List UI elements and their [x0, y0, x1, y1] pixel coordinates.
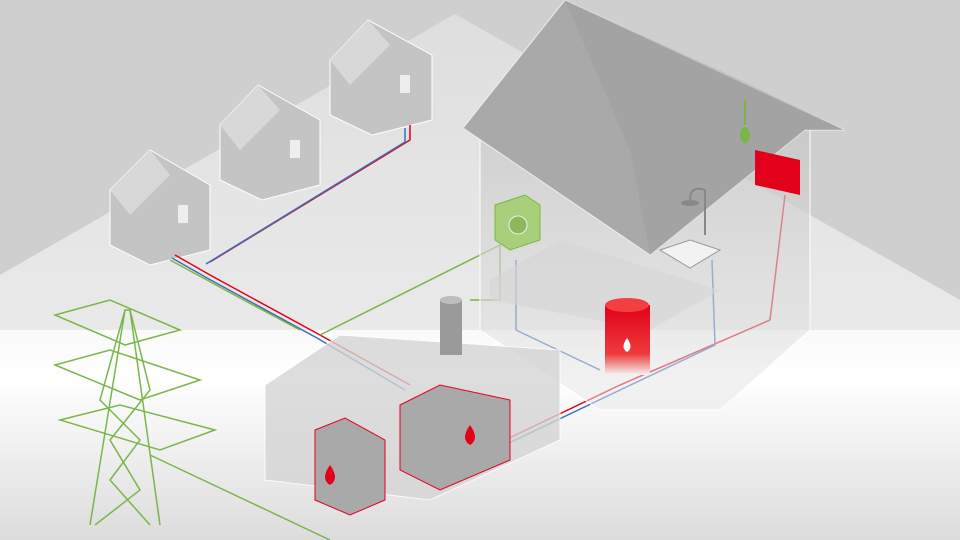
sink-icon	[658, 239, 722, 269]
main-house	[462, 0, 846, 411]
hot-water-tank-icon	[605, 298, 650, 375]
boiler-1	[314, 417, 386, 516]
washing-machine-icon	[494, 194, 541, 251]
power-pylon-icon	[52, 299, 218, 526]
flame-icon	[623, 338, 631, 352]
radiator-icon	[755, 150, 800, 195]
chimney-icon	[440, 300, 462, 355]
boiler-2	[399, 384, 511, 491]
neighbour-house-1	[109, 149, 211, 266]
neighbour-house-2	[219, 84, 321, 201]
flame-icon	[465, 425, 475, 445]
neighbour-house-3	[329, 19, 433, 136]
light-bulb-icon	[740, 100, 750, 143]
shower-icon	[681, 187, 706, 235]
flame-icon	[325, 465, 335, 485]
